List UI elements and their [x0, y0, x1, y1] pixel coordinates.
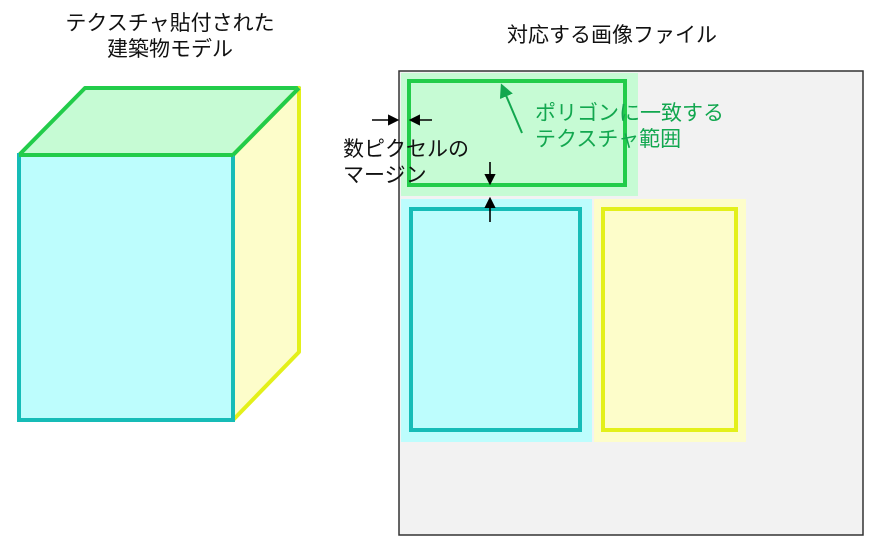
- model-title-line1: テクスチャ貼付された: [65, 11, 275, 35]
- model-title: テクスチャ貼付された 建築物モデル: [20, 10, 320, 62]
- model-title-line2: 建築物モデル: [107, 37, 233, 61]
- building-model: [17, 86, 301, 422]
- polygon-note-line1: ポリゴンに一致する: [535, 101, 724, 125]
- front-texture-polygon: [409, 207, 582, 432]
- margin-note-line1: 数ピクセルの: [343, 137, 469, 161]
- texture-image-file: [398, 70, 864, 536]
- margin-note-line2: マージン: [343, 163, 427, 187]
- polygon-pointer-arrow: [499, 83, 523, 134]
- polygon-note: ポリゴンに一致する テクスチャ範囲: [535, 100, 724, 152]
- side-texture-polygon: [601, 207, 738, 432]
- building-front-face: [17, 153, 235, 422]
- polygon-note-line2: テクスチャ範囲: [535, 127, 682, 151]
- margin-note: 数ピクセルの マージン: [343, 136, 469, 188]
- image-file-title: 対応する画像ファイル: [507, 23, 717, 47]
- building-roof-side-edge: [231, 86, 301, 157]
- roof-texture-polygon: [407, 79, 627, 187]
- margin-arrows: [372, 114, 496, 222]
